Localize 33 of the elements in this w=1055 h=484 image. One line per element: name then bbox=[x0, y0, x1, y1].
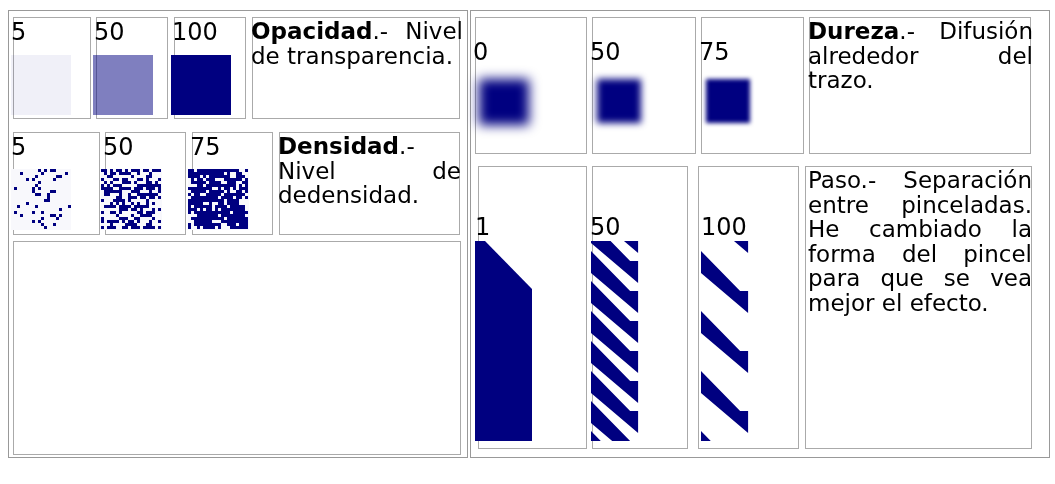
table-panel bbox=[8, 10, 468, 458]
value-label: 50 bbox=[103, 134, 135, 160]
description-text: Dureza.- Difusión alrededor del trazo. bbox=[808, 19, 1033, 93]
description-text: Paso.- Separación entre pinceladas. He cambiado la forma del pincel para que se vea mejor el efecto. bbox=[808, 168, 1032, 315]
value-label: 75 bbox=[699, 39, 731, 65]
value-label: 50 bbox=[94, 19, 126, 45]
table-cell bbox=[701, 17, 804, 154]
table-cell bbox=[809, 17, 1031, 154]
description-text: Densidad.- Nivel de dedensidad. bbox=[278, 134, 461, 208]
value-label: 5 bbox=[11, 134, 28, 160]
table-cell bbox=[174, 17, 246, 119]
table-cell bbox=[279, 132, 460, 235]
value-label: 0 bbox=[473, 39, 490, 65]
table-cell bbox=[592, 166, 688, 449]
table-cell bbox=[13, 17, 91, 119]
description-text: Opacidad.- Nivel de transparencia. bbox=[251, 19, 463, 68]
value-label: 75 bbox=[190, 134, 222, 160]
value-label: 1 bbox=[475, 214, 492, 240]
table-cell bbox=[698, 166, 799, 449]
value-label: 50 bbox=[590, 214, 622, 240]
value-label: 5 bbox=[11, 19, 28, 45]
empty-cell bbox=[13, 241, 461, 455]
value-label: 50 bbox=[590, 39, 622, 65]
table-cell bbox=[13, 132, 100, 235]
table-cell bbox=[592, 17, 696, 154]
table-cell bbox=[252, 17, 460, 119]
table-cell bbox=[96, 17, 168, 119]
table-cell bbox=[475, 17, 587, 154]
table-panel bbox=[470, 10, 1050, 458]
value-label: 100 bbox=[701, 214, 748, 240]
value-label: 100 bbox=[172, 19, 219, 45]
table-cell bbox=[478, 166, 587, 449]
table-cell bbox=[805, 166, 1032, 449]
